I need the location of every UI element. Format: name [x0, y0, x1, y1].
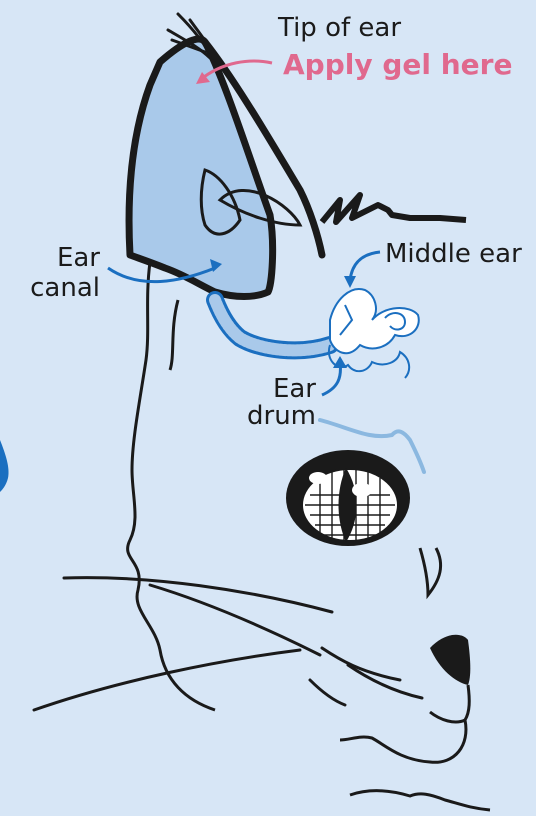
head-fur-zigzag	[322, 195, 466, 222]
muzzle-outline	[430, 685, 469, 722]
middle-ear-ossicles	[330, 289, 419, 353]
head-left-outline	[128, 262, 215, 710]
cat-nose	[430, 635, 470, 685]
label-middle-ear: Middle ear	[385, 240, 522, 268]
gel-drop-fragment	[0, 440, 9, 492]
cat-eye	[286, 450, 410, 546]
label-apply-gel: Apply gel here	[283, 51, 512, 79]
label-ear-canal-line2: canal	[25, 274, 100, 302]
arrow-middle-ear	[350, 252, 380, 280]
label-ear-drum-line2: drum	[236, 402, 316, 430]
head-left-outline-2	[170, 300, 178, 370]
label-ear-canal-line1: Ear	[30, 244, 100, 272]
arrow-middle-ear-head	[344, 276, 356, 288]
whiskers	[34, 578, 422, 710]
face-right-outline	[420, 548, 441, 595]
label-ear-drum-line1: Ear	[250, 375, 316, 403]
mouth-line	[340, 720, 466, 762]
arrow-ear-drum-head	[333, 356, 347, 368]
label-tip-of-ear: Tip of ear	[278, 14, 401, 42]
chin-stroke	[350, 791, 490, 810]
